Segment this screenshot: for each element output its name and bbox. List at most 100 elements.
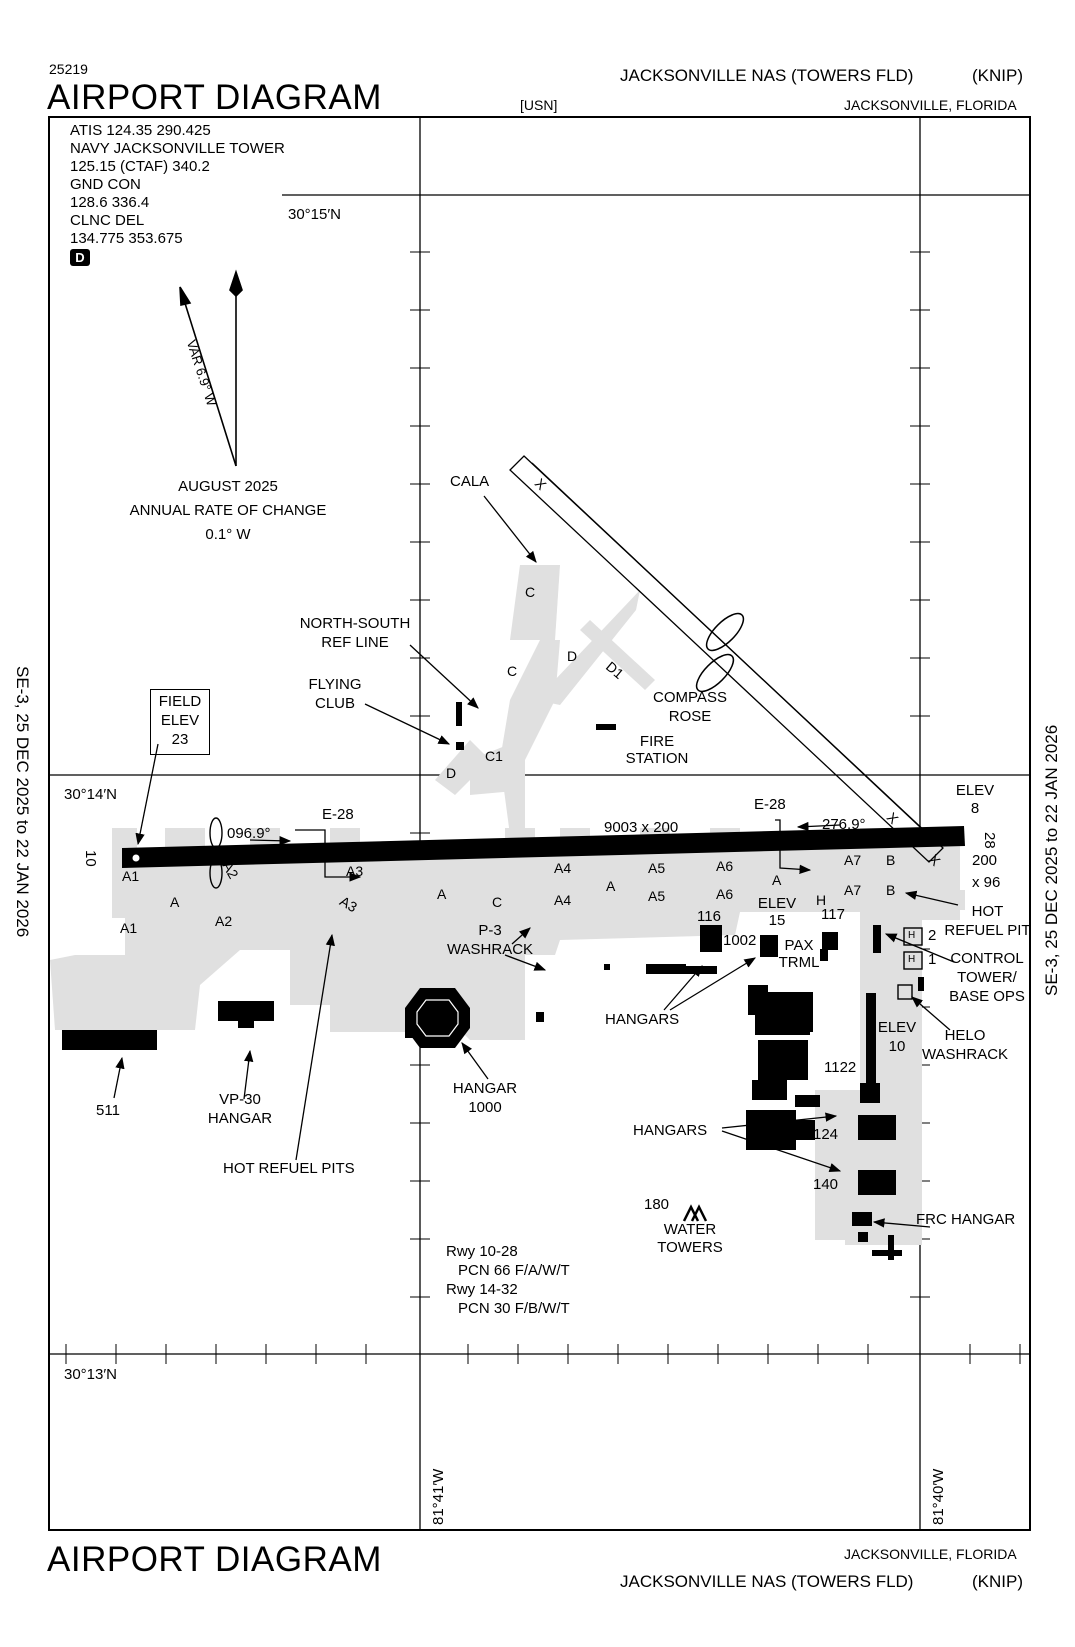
footer-title: AIRPORT DIAGRAM xyxy=(47,1540,382,1579)
freq-gnd-label: GND CON xyxy=(70,176,141,193)
taxiway-label: A6 xyxy=(716,858,734,874)
field-elev-line2: ELEV xyxy=(160,712,200,729)
compass-rose-1: COMPASS xyxy=(653,689,727,706)
pcn-block: Rwy 10-28 PCN 66 F/A/W/T Rwy 14-32 PCN 3… xyxy=(446,1242,570,1318)
taxiway-label: A xyxy=(606,878,616,894)
label-511: 511 xyxy=(96,1102,120,1119)
hangar-1000-1: HANGAR xyxy=(452,1080,518,1097)
airport-id: (KNIP) xyxy=(972,66,1023,85)
helipad-number: 2 xyxy=(928,927,937,944)
label-pax-trml: PAX TRML xyxy=(774,937,824,971)
taxiway-label: C xyxy=(507,663,518,679)
buildings xyxy=(62,702,924,1260)
footer-airport-id: (KNIP) xyxy=(972,1572,1023,1591)
field-elev-value: 23 xyxy=(171,731,189,748)
label-p3-washrack: P-3 WASHRACK xyxy=(440,921,540,959)
taxiway-label: C xyxy=(492,894,503,910)
p3-washrack-1: P-3 xyxy=(478,922,502,939)
label-elev-15: ELEV 15 xyxy=(752,895,802,929)
lat-label: 30°14′N xyxy=(64,786,118,803)
label-117: 117 xyxy=(821,906,845,923)
taxiway-label: A4 xyxy=(554,860,572,876)
e28-west: E-28 xyxy=(322,806,354,823)
rate-of-change-value: 0.1° W xyxy=(205,526,251,543)
lon-label: 81°40′W xyxy=(930,1468,947,1525)
hangar-1000-shape xyxy=(405,988,470,1048)
water-towers-symbol xyxy=(682,1204,708,1222)
validity-left: SE-3, 25 DEC 2025 to 22 JAN 2026 xyxy=(13,666,32,938)
pcn-value2: PCN 30 F/B/W/T xyxy=(458,1300,570,1317)
operator: [USN] xyxy=(520,97,558,113)
pcn-rwy2: Rwy 14-32 xyxy=(446,1281,518,1298)
label-hot-refuel-pits: HOT REFUEL PITS xyxy=(223,1160,355,1177)
p3-washrack-2: WASHRACK xyxy=(446,941,534,958)
taxiway-label: H xyxy=(816,892,827,908)
chart-border xyxy=(48,116,1031,1531)
elev-east-value: 8 xyxy=(970,800,980,817)
runway-threshold-dot xyxy=(132,854,140,862)
label-124: 124 xyxy=(813,1126,839,1143)
helipad-number: 1 xyxy=(928,951,937,968)
hangar-1000-detail xyxy=(416,999,459,1037)
taxiway-label: A1 xyxy=(120,920,138,936)
taxiway-label: A xyxy=(170,894,180,910)
footer-airport-name: JACKSONVILLE NAS (TOWERS FLD) xyxy=(620,1572,914,1591)
rate-of-change-title: ANNUAL RATE OF CHANGE xyxy=(129,502,327,519)
runway-heading-west: 096.9° xyxy=(227,825,271,842)
label-1002: 1002 xyxy=(723,932,757,949)
field-elev-line1: FIELD xyxy=(158,693,202,710)
label-north-south-ref: NORTH-SOUTH REF LINE xyxy=(290,614,420,652)
label-compass-rose: COMPASS ROSE xyxy=(640,688,740,726)
chart-number: 25219 xyxy=(49,61,88,77)
taxiway-label: A7 xyxy=(844,882,862,898)
helo-washrack-1: HELO xyxy=(944,1027,986,1044)
compass-rose-2: ROSE xyxy=(668,708,712,725)
label-hot-refuel-pit: HOT REFUEL PIT xyxy=(940,902,1035,940)
pcn-rwy1: Rwy 10-28 xyxy=(446,1243,518,1260)
label-elev-10: ELEV 10 xyxy=(872,1018,922,1056)
lat-label: 30°15′N xyxy=(288,206,342,223)
city-state: JACKSONVILLE, FLORIDA xyxy=(844,97,1017,113)
freq-clnc-label: CLNC DEL xyxy=(70,212,145,229)
freq-gnd: 128.6 336.4 xyxy=(70,194,150,211)
validity-right: SE-3, 25 DEC 2025 to 22 JAN 2026 xyxy=(1042,724,1061,996)
taxiway-label: A6 xyxy=(716,886,734,902)
freq-tower-label: NAVY JACKSONVILLE TOWER xyxy=(70,140,285,157)
runway-dimensions: 9003 x 200 xyxy=(604,819,679,836)
overrun-width: x 96 xyxy=(972,874,1001,891)
taxiway-label: C1 xyxy=(485,748,503,764)
pax-trml-1: PAX xyxy=(784,937,814,954)
hot-refuel-2: REFUEL PIT xyxy=(944,922,1031,939)
elev-10-2: 10 xyxy=(888,1038,906,1055)
taxiway-label: A5 xyxy=(648,860,666,876)
footer-city-state: JACKSONVILLE, FLORIDA xyxy=(844,1546,1017,1562)
variation-date: AUGUST 2025 xyxy=(178,478,278,495)
label-hangars: HANGARS xyxy=(633,1122,708,1139)
freq-tower: 125.15 (CTAF) 340.2 xyxy=(70,158,210,175)
taxiway-label: A1 xyxy=(122,868,140,884)
label-control-tower: CONTROL TOWER/ BASE OPS xyxy=(942,949,1032,1006)
overrun-length: 200 xyxy=(972,852,998,869)
control-tower-3: BASE OPS xyxy=(949,988,1025,1005)
runway-10-28 xyxy=(122,826,965,868)
taxiway-label: D xyxy=(567,648,578,664)
taxiway-label: C xyxy=(525,584,536,600)
fire-station-2: STATION xyxy=(625,750,689,767)
helipad-mark: H xyxy=(908,930,916,941)
label-fire-station: FIRE STATION xyxy=(612,733,702,767)
lat-label: 30°13′N xyxy=(64,1366,118,1383)
label-flying-club: FLYING CLUB xyxy=(290,675,380,713)
taxiway-label: B xyxy=(886,882,896,898)
lat-lon-grid xyxy=(49,117,1030,1530)
helipad-mark: H xyxy=(908,954,916,965)
elev-10-1: ELEV xyxy=(877,1019,917,1036)
vp30-1: VP-30 xyxy=(219,1091,261,1108)
label-hangars: HANGARS xyxy=(605,1011,680,1028)
label-water-tower-height: 180 xyxy=(644,1196,670,1213)
vp30-2: HANGAR xyxy=(207,1110,273,1127)
taxiway-label: A5 xyxy=(648,888,666,904)
taxiway-label: B xyxy=(886,852,896,868)
flying-club-2: CLUB xyxy=(314,695,355,712)
pcn-value1: PCN 66 F/A/W/T xyxy=(458,1262,570,1279)
